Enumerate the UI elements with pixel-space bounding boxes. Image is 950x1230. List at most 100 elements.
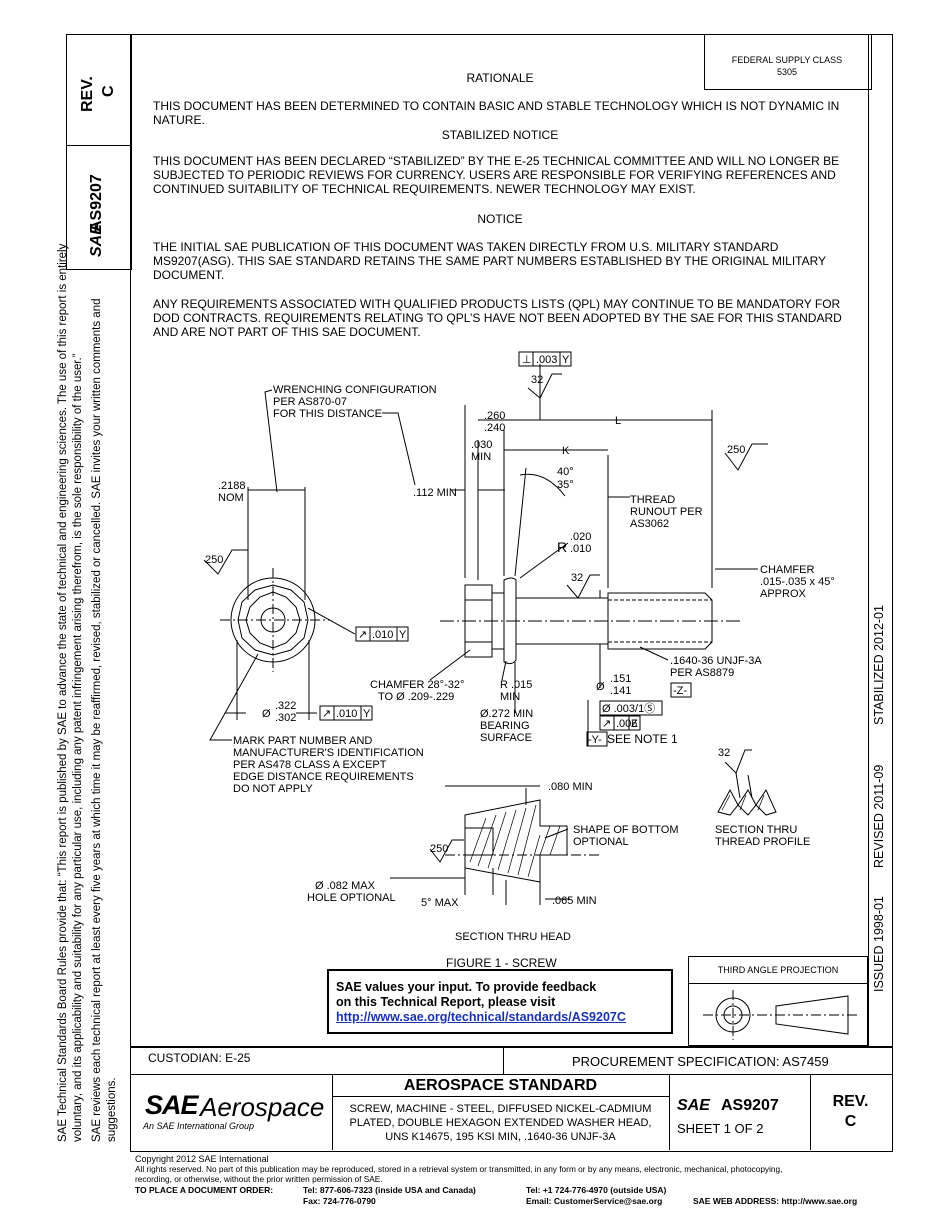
chamfer-line2: .015-.035 x 45° (760, 576, 835, 588)
dia-symbol-151: Ø (596, 681, 605, 693)
footer-fax: Fax: 724-776-0790 (303, 1196, 376, 1206)
history-issued: ISSUED 1998-01 (872, 896, 886, 992)
mark-line5: DO NOT APPLY (233, 783, 313, 795)
projection-symbol (703, 990, 858, 1040)
figure-caption: FIGURE 1 - SCREW (446, 956, 557, 970)
logo-divider (332, 1074, 333, 1150)
fcf2-value: .006 (616, 718, 637, 730)
main-frame (130, 34, 893, 1048)
docnum-divider (669, 1074, 670, 1150)
mark-line1: MARK PART NUMBER AND (233, 735, 372, 747)
finish-32-mid: 32 (571, 572, 583, 584)
dim-2188: .2188 (218, 480, 246, 492)
perp-symbol: ⊥ (522, 354, 532, 366)
perp-value: .003 (536, 354, 557, 366)
sae-logo-sub: An SAE International Group (143, 1121, 255, 1131)
dim-302: .302 (275, 712, 296, 724)
chamfer-head-2: TO Ø .209-.229 (378, 691, 454, 703)
federal-supply-line1: FEDERAL SUPPLY CLASS (731, 55, 843, 65)
washer-face (503, 577, 517, 665)
heading-divider (332, 1096, 669, 1097)
runout2-value: .010 (336, 708, 357, 720)
shape-line1: SHAPE OF BOTTOM (573, 824, 679, 836)
dim-112: .112 MIN (413, 487, 457, 499)
five-deg-max: 5° MAX (421, 897, 459, 909)
procurement-spec: PROCUREMENT SPECIFICATION: AS7459 (572, 1054, 829, 1069)
unjf-line1: .1640-36 UNJF-3A (670, 655, 762, 667)
rev-label: REV. (832, 1093, 869, 1110)
footer-tel-outside: Tel: +1 724-776-4970 (outside USA) (526, 1185, 667, 1195)
fcf2-ref: Z (631, 718, 638, 730)
history-stabilized: STABILIZED 2012-01 (872, 605, 886, 725)
doc-number: AS9207 (721, 1097, 779, 1114)
runout2-symbol: ↗ (322, 708, 331, 720)
dia-symbol-322: Ø (262, 708, 271, 720)
title-block-divider (130, 1074, 892, 1075)
r-label: R (557, 539, 567, 555)
thread-runout-1: THREAD (630, 494, 675, 506)
stabilized-body: THIS DOCUMENT HAS BEEN DECLARED “STABILI… (153, 154, 840, 196)
sae-logo-doc: SAE (677, 1097, 710, 1114)
history-column-divider (868, 34, 869, 1046)
runout1-symbol: ↗ (358, 629, 367, 641)
chamfer-line1: CHAMFER (760, 564, 814, 576)
sae-logo-brand: SAE (145, 1090, 199, 1120)
footer-rights-1: All rights reserved. No part of this pub… (135, 1164, 783, 1174)
federal-supply-line2: 5305 (776, 67, 798, 77)
title-line1: SCREW, MACHINE - STEEL, DIFFUSED NICKEL-… (349, 1103, 652, 1115)
bearing-line2: BEARING (480, 720, 530, 732)
see-note-1: SEE NOTE 1 (607, 732, 678, 746)
dim-080: .080 MIN (548, 781, 593, 793)
finish-250-left: 250 (205, 554, 223, 566)
z-datum: -Z- (673, 685, 687, 697)
notice-body-1: THE INITIAL SAE PUBLICATION OF THIS DOCU… (153, 240, 826, 282)
unjf-line2: PER AS8879 (670, 667, 734, 679)
rationale-heading: RATIONALE (466, 71, 534, 85)
finish-250-section: 250 (430, 843, 448, 855)
dim-260: .260 (484, 410, 505, 422)
notice-heading: NOTICE (477, 212, 523, 226)
r-015-min: MIN (500, 691, 520, 703)
footer-copyright: Copyright 2012 SAE International (135, 1154, 269, 1164)
custodian-divider (503, 1046, 504, 1074)
dim-240: .240 (484, 422, 505, 434)
r-015: R .015 (500, 679, 532, 691)
chamfer-line3: APPROX (760, 588, 807, 600)
feedback-line1: SAE values your input. To provide feedba… (336, 980, 597, 994)
sae-logo-word: Aerospace (200, 1092, 325, 1122)
stabilized-heading: STABILIZED NOTICE (441, 128, 559, 142)
dim-322: .322 (275, 700, 296, 712)
wrench-line3: FOR THIS DISTANCE (273, 408, 382, 420)
dim-L: L (615, 415, 621, 427)
rev-value: C (844, 1113, 857, 1130)
hole-line1: Ø .082 MAX (315, 880, 376, 892)
sheet-number: SHEET 1 OF 2 (677, 1121, 764, 1136)
bearing-line1: Ø.272 MIN (480, 708, 533, 720)
feedback-line2: on this Technical Report, please visit (336, 995, 556, 1009)
dim-nom: NOM (218, 492, 244, 504)
dim-030-min: MIN (471, 451, 491, 463)
finish-250-top: 250 (727, 444, 745, 456)
feedback-link[interactable]: http://www.sae.org/technical/standards/A… (336, 1010, 626, 1024)
mark-line2: MANUFACTURER'S IDENTIFICATION (233, 747, 424, 759)
fcf1-text: Ø .003/1Ⓢ (602, 702, 655, 715)
thread-runout-3: AS3062 (630, 518, 669, 530)
title-line3: UNS K14675, 195 KSI MIN, .1640-36 UNJF-3… (385, 1131, 616, 1143)
third-angle-box: THIRD ANGLE PROJECTION (688, 956, 868, 1046)
angle-40: 40° (557, 466, 574, 478)
section-head-label: SECTION THRU HEAD (455, 931, 571, 943)
footer-web: SAE WEB ADDRESS: http://www.sae.org (693, 1196, 858, 1206)
aerospace-standard-heading: AEROSPACE STANDARD (403, 1077, 598, 1094)
thread-profile (717, 788, 777, 816)
angle-35: 35° (557, 479, 574, 491)
r-010: .010 (570, 543, 591, 555)
finish-32-thread: 32 (718, 747, 730, 759)
dim-141: .141 (610, 685, 631, 697)
dim-K: K (562, 445, 570, 457)
left-rev-box (66, 34, 132, 270)
section-thread-1: SECTION THRU (715, 824, 797, 836)
mark-line4: EDGE DISTANCE REQUIREMENTS (233, 771, 414, 783)
footer-email: Email: CustomerService@sae.org (526, 1196, 663, 1206)
notice-body-2: ANY REQUIREMENTS ASSOCIATED WITH QUALIFI… (153, 297, 842, 339)
